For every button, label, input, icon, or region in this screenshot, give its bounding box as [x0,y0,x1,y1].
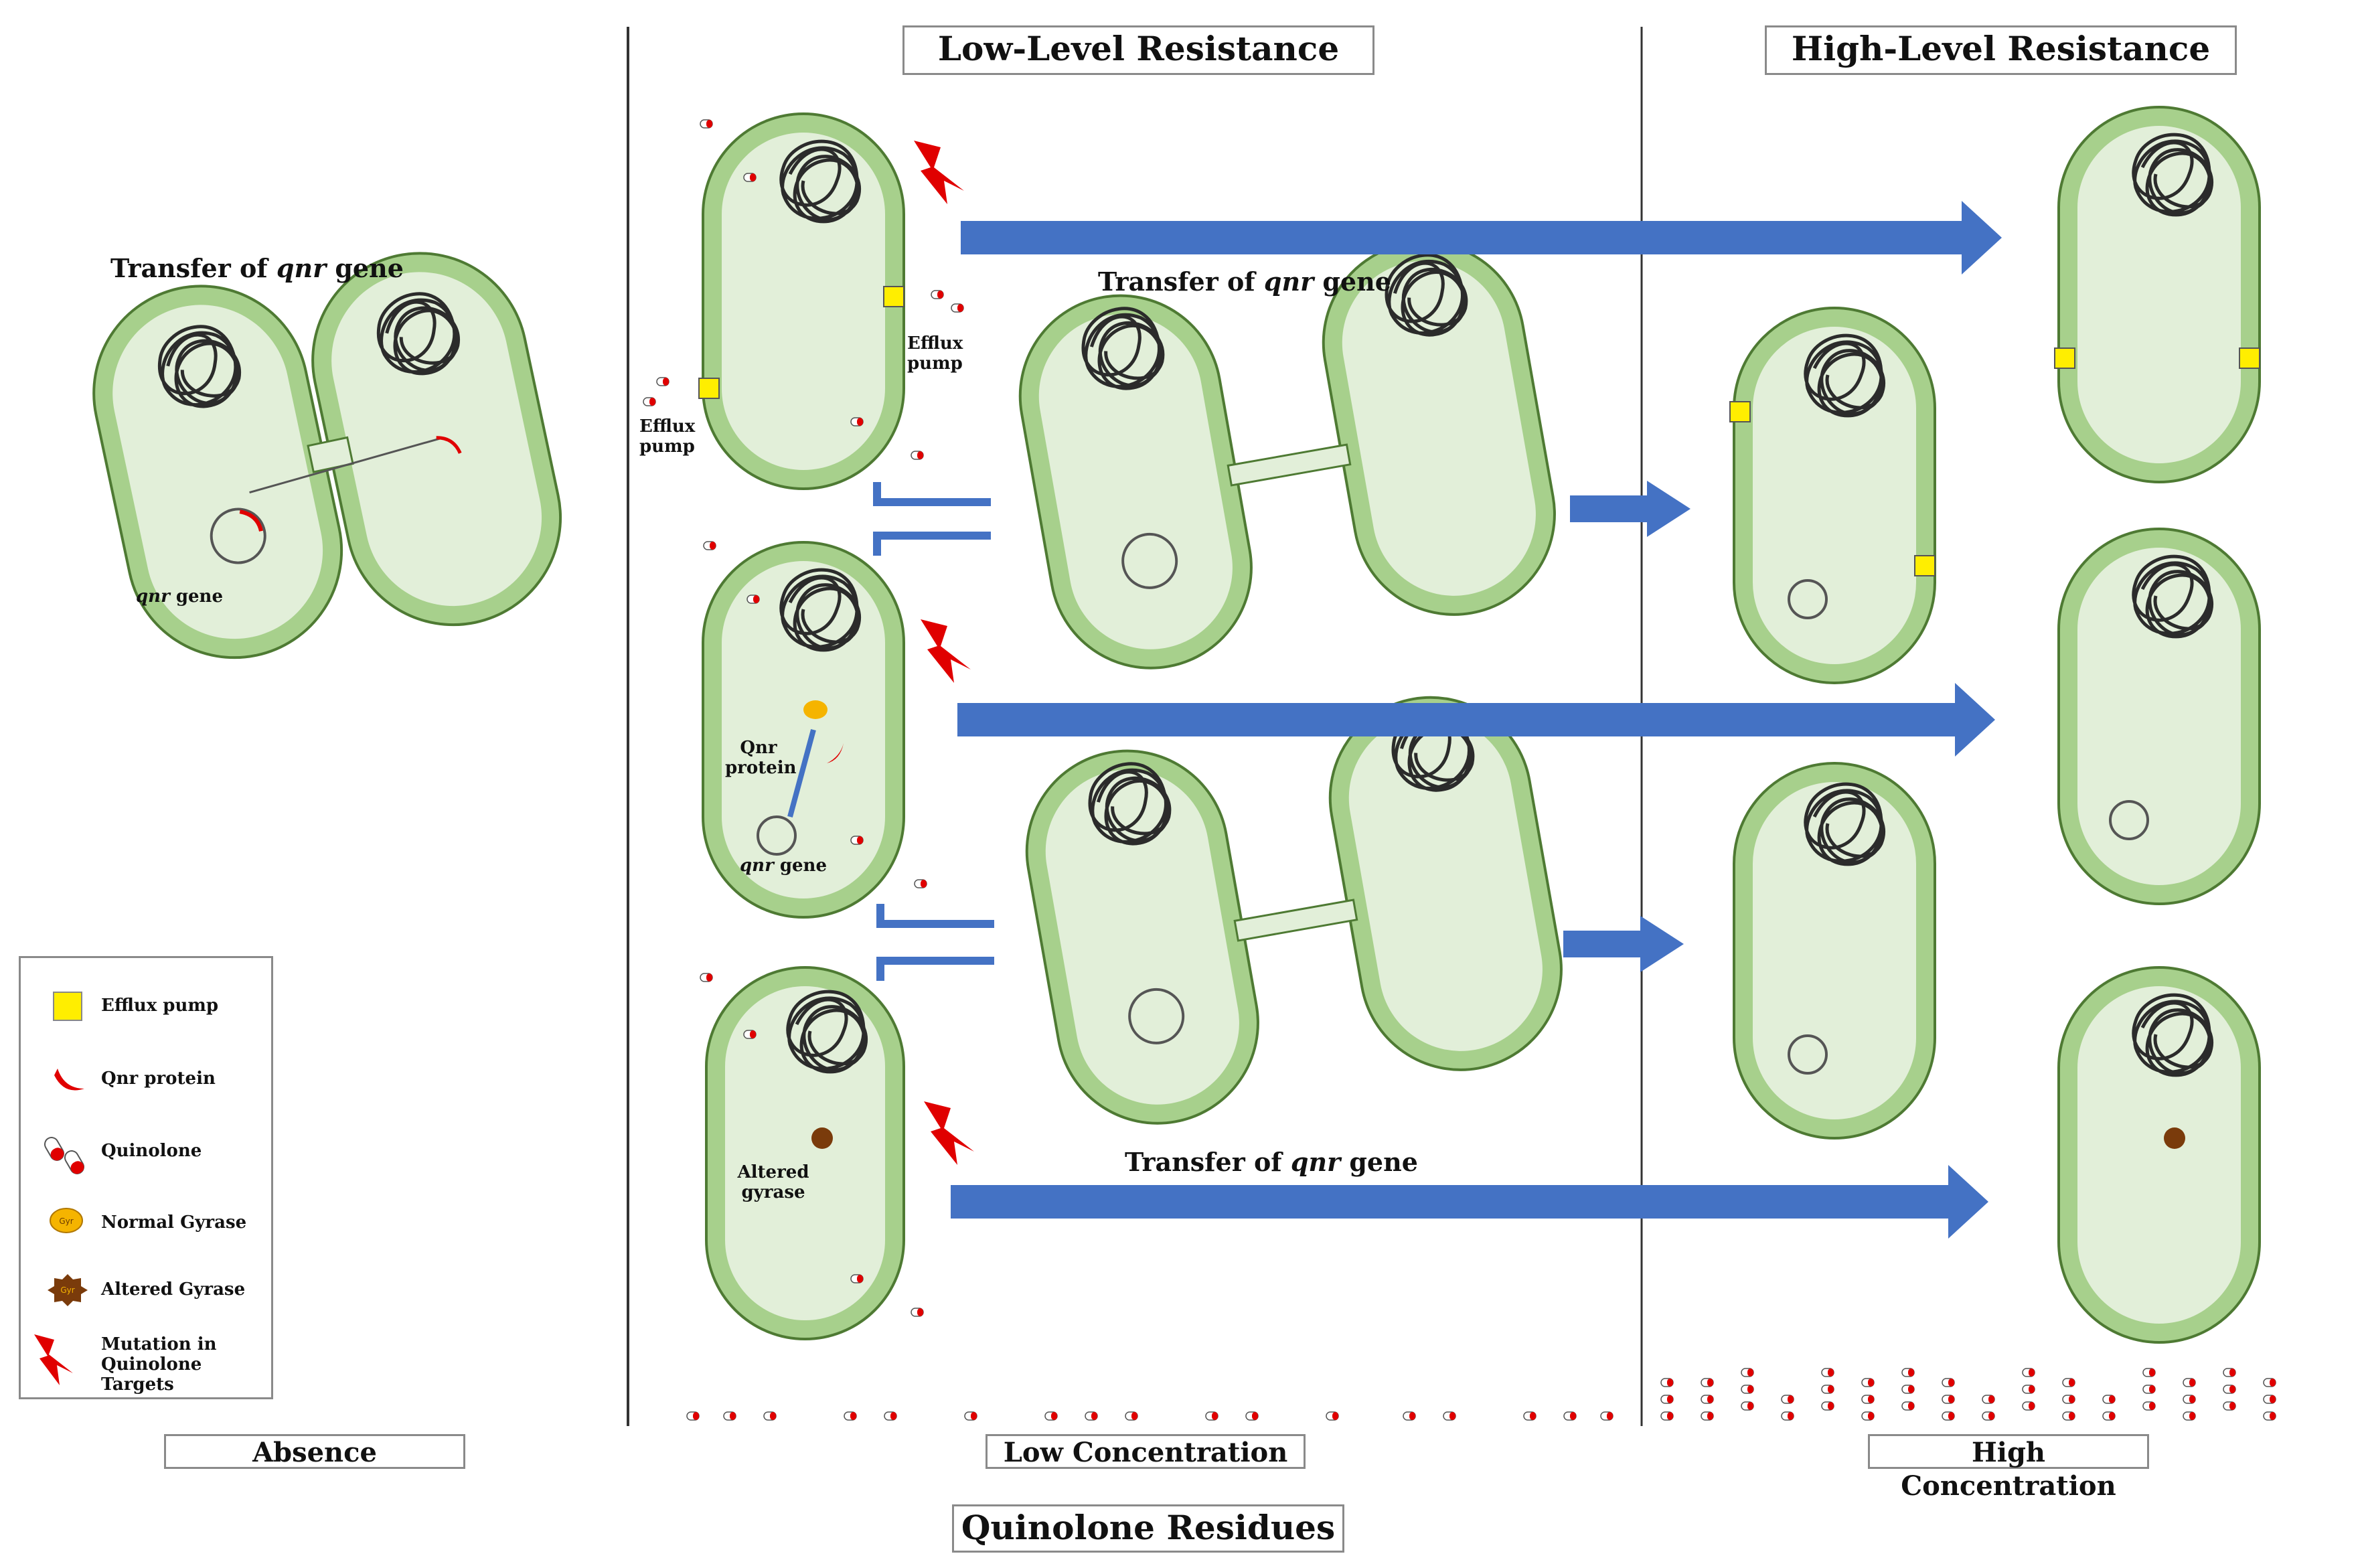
lightning-bolt-icon [921,619,971,683]
cell-high-final-3 [2057,966,2261,1344]
label-low-concentration: Low Concentration [986,1434,1306,1469]
efflux-pump-label-left: Efflux pump [639,416,696,457]
arrow-long-top [961,201,2002,275]
altered-gyrase-icon [811,1127,833,1149]
label-high-concentration: High Concentration [1868,1434,2149,1502]
cell-qnr-low [702,541,927,919]
efflux-pump-label-right: Efflux pump [907,333,963,374]
header-low-level-resistance: Low-Level Resistance [902,25,1374,75]
bent-arrow-2 [873,532,991,556]
svg-text:Gyr: Gyr [60,1285,74,1295]
mid-pair-top [1018,240,1556,670]
altered-gyrase-label: Altered gyrase [737,1162,809,1202]
qnr-gene-label-absence: qnr gene [136,586,223,607]
high-concentration-pills [1660,1368,2276,1421]
lightning-bolt-icon [914,141,964,204]
label-quinolone-residues: Quinolone Residues [952,1504,1344,1553]
quinolone-icon [44,1137,84,1174]
qnr-protein-label: Qnr protein [725,738,797,778]
mid-pair-bottom [1025,696,1563,1125]
cell-high-final-2 [2057,528,2261,905]
bent-arrow-4 [876,957,994,981]
efflux-pump-icon [53,992,82,1021]
efflux-pump-icon [883,286,904,307]
cell-high-mid-top [1729,307,1936,684]
cell-altered-low [700,966,924,1340]
transfer-label-absence: Transfer of qnr gene [110,253,404,283]
qnr-gene-label-low: qnr gene [740,856,827,876]
arrow-short-bottom [1563,916,1684,972]
normal-gyrase-icon: Gyr [50,1208,83,1233]
qnr-protein-icon [54,1069,84,1091]
efflux-pump-icon [698,378,720,399]
legend-mutation: Mutation in Quinolone Targets [21,1334,271,1395]
arrow-short-top [1570,481,1690,537]
lightning-bolt-icon [34,1334,73,1385]
lightning-bolt-icon [924,1101,974,1165]
transfer-label-top: Transfer of qnr gene [1098,266,1391,297]
legend-qnr-protein: Qnr protein [21,1062,271,1115]
bent-arrow-1 [873,482,991,506]
altered-gyrase-icon: Gyr [48,1274,88,1306]
absence-cell-pair [92,252,562,659]
legend-normal-gyrase: Gyr Normal Gyrase [21,1206,271,1259]
bent-arrow-3 [876,904,994,928]
legend-altered-gyrase: Gyr Altered Gyrase [21,1273,271,1326]
cell-efflux-low [643,112,964,490]
low-concentration-pills [686,1411,1613,1421]
svg-text:Gyr: Gyr [59,1217,73,1226]
header-high-level-resistance: High-Level Resistance [1765,25,2237,75]
legend-quinolone: Quinolone [21,1129,271,1182]
label-absence: Absence [164,1434,465,1469]
arrow-long-bottom [951,1165,1988,1239]
normal-gyrase-icon [803,700,828,719]
transfer-label-bottom: Transfer of qnr gene [1125,1147,1418,1177]
arrow-long-middle [957,683,1995,757]
cell-high-mid-bottom [1733,762,1936,1140]
legend-efflux-pump: Efflux pump [21,992,271,1045]
legend: Efflux pump Qnr protein Quinolone Gyr No… [19,956,273,1399]
cell-high-final-1 [2054,106,2261,483]
